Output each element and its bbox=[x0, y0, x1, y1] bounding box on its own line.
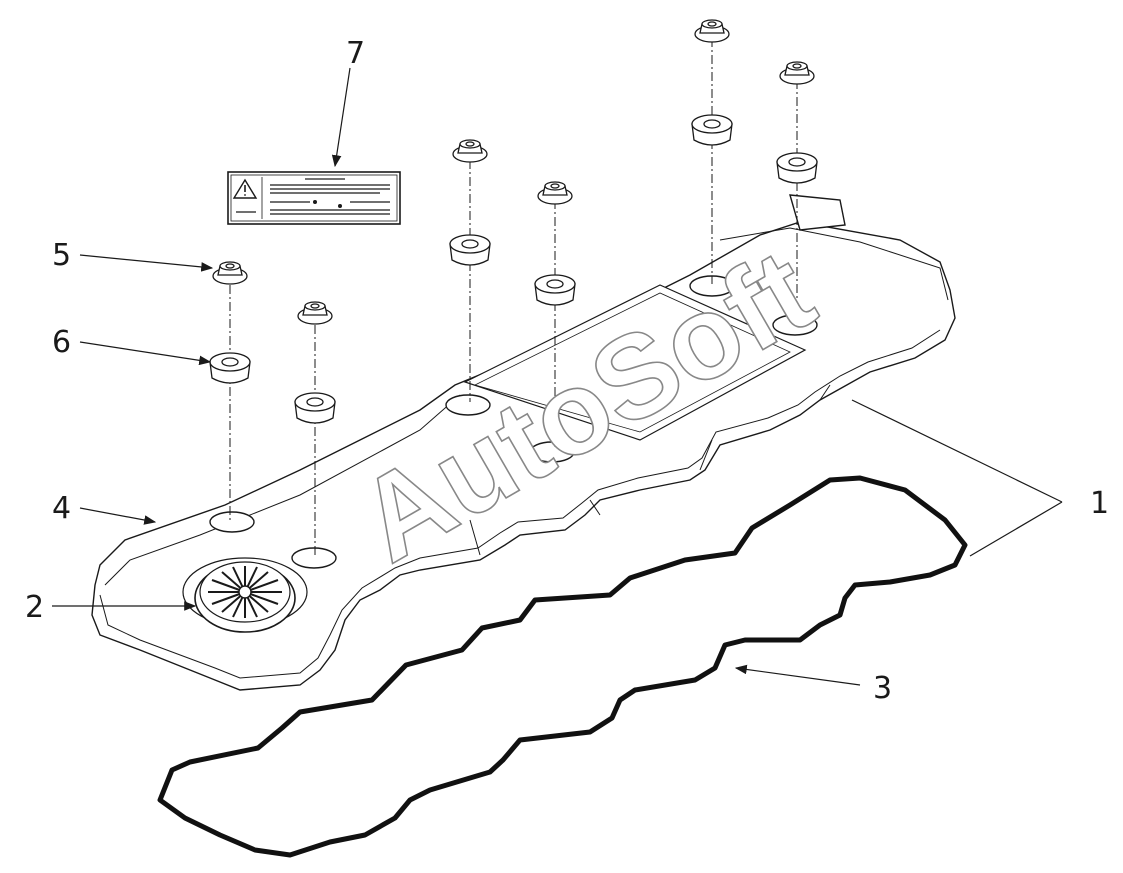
callout-2: 2 bbox=[25, 590, 44, 625]
callout-5: 5 bbox=[52, 238, 71, 273]
oil-filler-cap bbox=[182, 557, 308, 633]
callout-4: 4 bbox=[52, 491, 71, 526]
warning-label bbox=[227, 171, 401, 225]
fastener-centerlines bbox=[229, 38, 798, 555]
callout-3: 3 bbox=[873, 671, 892, 706]
nut-item-5 bbox=[212, 19, 815, 325]
grommet-item-6 bbox=[209, 114, 818, 424]
warning-triangle-icon bbox=[232, 178, 258, 199]
callout-7: 7 bbox=[346, 36, 365, 71]
callout-1: 1 bbox=[1090, 486, 1109, 521]
leader-lines bbox=[52, 67, 1063, 686]
valve-cover bbox=[91, 194, 956, 691]
callout-6: 6 bbox=[52, 325, 71, 360]
valve-cover-gasket bbox=[157, 475, 968, 858]
